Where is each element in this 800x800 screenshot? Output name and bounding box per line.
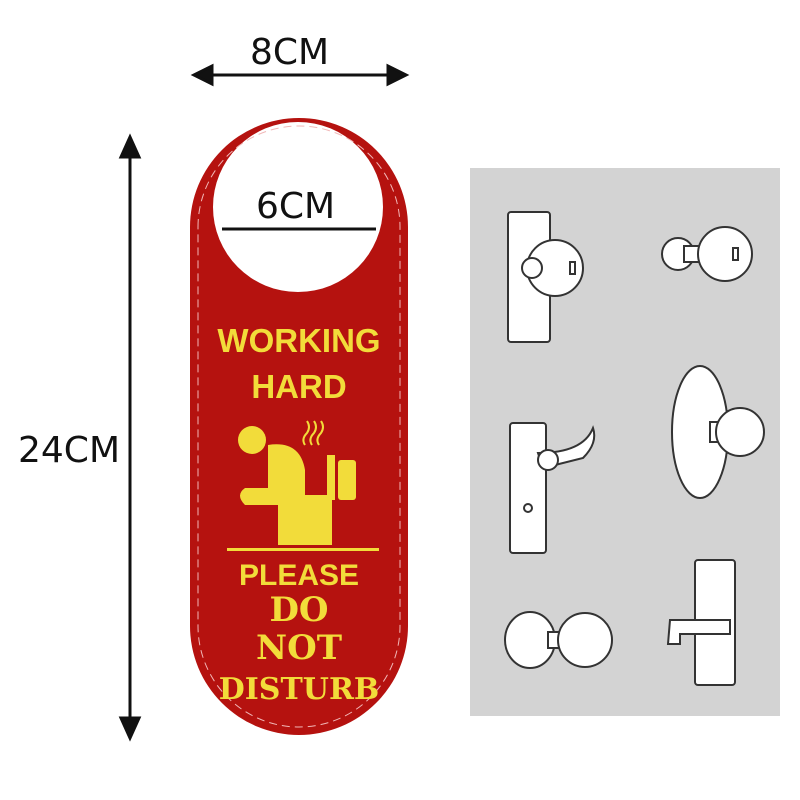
width-label: 8CM: [250, 32, 330, 73]
sign-line-hard: HARD: [251, 368, 347, 405]
oval-knob-icon: [671, 365, 765, 499]
lever-handle-plate-icon: [509, 422, 596, 554]
sign-line-working: WORKING: [217, 322, 381, 359]
sign-line-disturb: DISTURB: [218, 672, 380, 707]
height-label: 24CM: [18, 430, 121, 471]
toilet-figure-icon: [227, 426, 379, 551]
lever-handle-icon: [666, 559, 736, 686]
sign-line-not: NOT: [256, 628, 342, 668]
round-knob-icon: [504, 611, 613, 669]
door-knob-side-icon: [661, 226, 753, 282]
sign-line-please: PLEASE: [238, 559, 360, 592]
hole-label: 6CM: [256, 186, 336, 227]
door-knob-plate-icon: [507, 211, 584, 343]
sign-line-do: DO: [269, 590, 329, 630]
compatibility-panel: [470, 168, 780, 716]
